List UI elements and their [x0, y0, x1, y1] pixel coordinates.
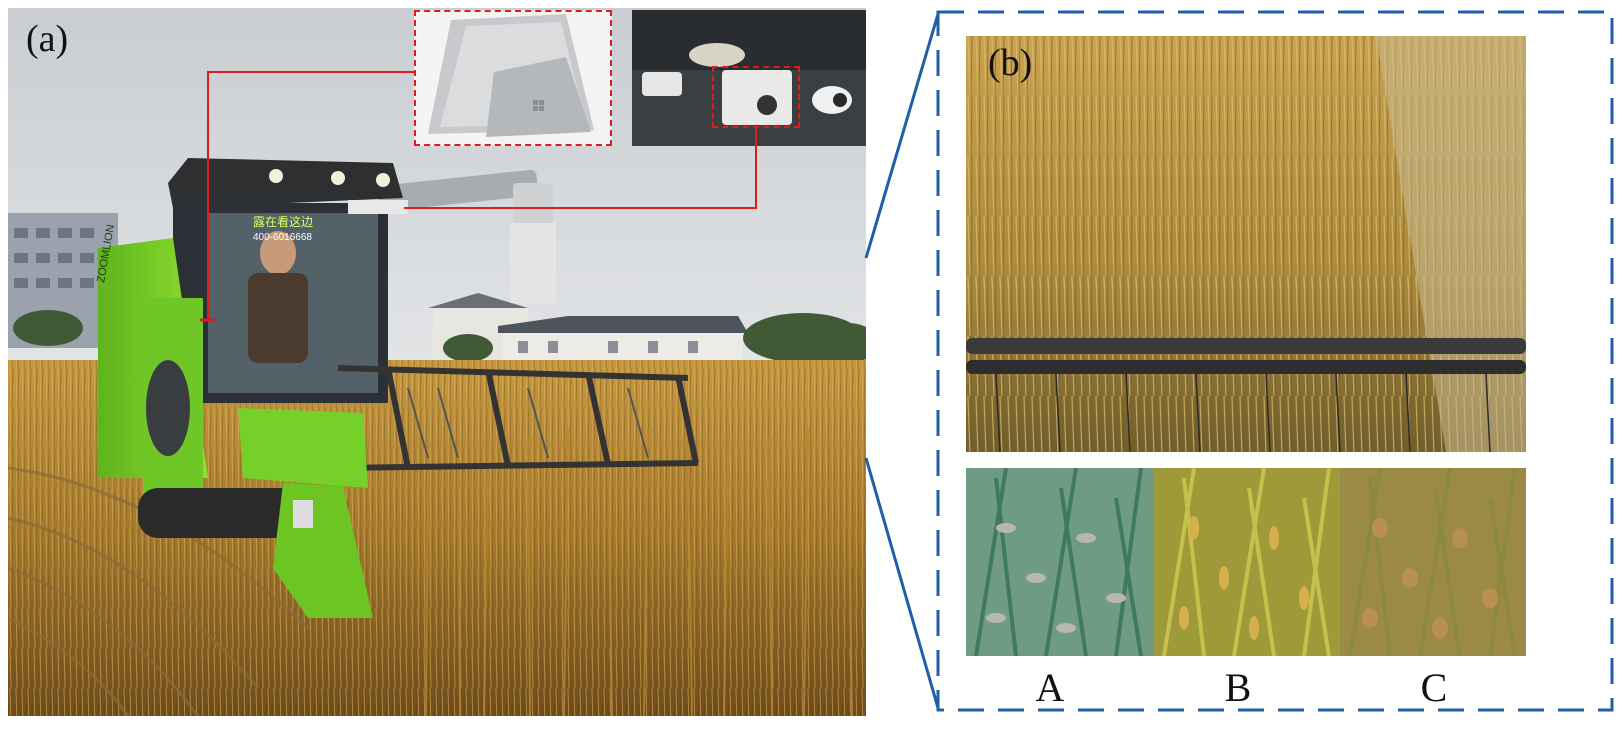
zoom-line-bottom: [864, 457, 940, 709]
sample-label-c: C: [1420, 665, 1448, 710]
reel-bar-upper: [966, 338, 1526, 354]
sample-c-photo: [1340, 468, 1526, 656]
tablet-computer-image: [428, 14, 594, 137]
green-rice-sample-image: [966, 468, 1154, 656]
camera-highlight-box: [712, 66, 800, 128]
tablet-callout-line: [207, 71, 414, 320]
windshield-sign-text: 露在看这边: [253, 214, 313, 229]
tree-line: [13, 310, 866, 363]
rice-closeup-photo: [966, 36, 1526, 452]
zoom-line-top: [864, 13, 940, 259]
panel-a-label: (a): [26, 18, 69, 60]
rice-crop-image: [966, 36, 1526, 452]
windows-logo-icon: [533, 100, 544, 111]
standing-rice: [425, 427, 853, 716]
camera-callout-line: [404, 128, 757, 209]
mature-rice-sample-image: [1340, 468, 1526, 656]
panel-b-label: (b): [988, 42, 1033, 84]
sample-label-b: B: [1224, 665, 1252, 710]
sample-b-photo: [1154, 468, 1340, 656]
camera-inset: [632, 10, 866, 146]
sample-label-a: A: [1035, 665, 1065, 710]
reel-bar-lower: [966, 360, 1526, 374]
yellow-green-rice-sample-image: [1154, 468, 1340, 656]
tablet-inset: [414, 10, 612, 146]
windshield-phone-text: 400-6016668: [253, 232, 312, 243]
camera-mount-image: [632, 10, 866, 146]
sample-a-photo: [966, 468, 1154, 656]
combine-harvester: [98, 158, 699, 618]
panel-b-dashed-border: [936, 10, 1614, 712]
